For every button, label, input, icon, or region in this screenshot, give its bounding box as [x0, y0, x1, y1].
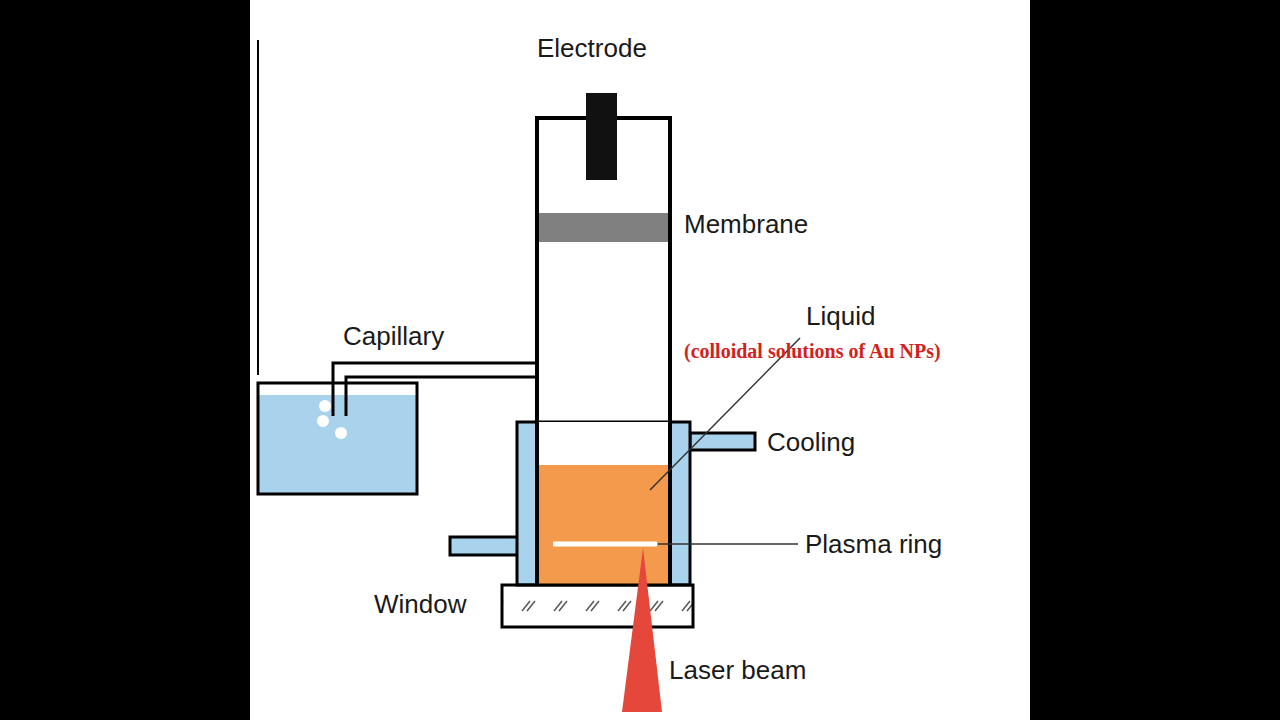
beaker: [258, 383, 417, 494]
part-label: Plasma ring: [805, 530, 942, 560]
note-label: (colloidal solutions of Au NPs): [684, 340, 941, 363]
bubble: [335, 427, 347, 439]
part-label: Membrane: [684, 210, 808, 240]
cooling-outlet: [690, 433, 755, 450]
plasma-ring: [553, 542, 657, 547]
cooling-inlet: [450, 537, 519, 555]
capillary-tube: [333, 363, 537, 416]
cooling-joint: [519, 435, 522, 453]
part-label: Cooling: [767, 428, 855, 458]
leader-line: [658, 543, 798, 545]
white-ground: [250, 0, 1030, 720]
bubble: [319, 400, 331, 412]
part-label: Electrode: [537, 34, 647, 64]
capillary-tube: [346, 377, 537, 416]
part-label: Laser beam: [669, 656, 806, 686]
membrane: [539, 213, 668, 242]
water: [258, 395, 417, 494]
cooling-jacket: [517, 422, 690, 585]
bubble: [317, 415, 329, 427]
window: [502, 585, 693, 627]
laser-beam: [622, 548, 662, 712]
electrode: [586, 93, 617, 180]
part-label: Liquid: [806, 302, 875, 332]
part-label: Window: [374, 590, 466, 620]
frame-line: [257, 40, 259, 375]
liquid: [539, 465, 668, 585]
cell-tube: [537, 118, 670, 585]
part-label: Capillary: [343, 322, 444, 352]
cell-inner: [537, 422, 670, 585]
